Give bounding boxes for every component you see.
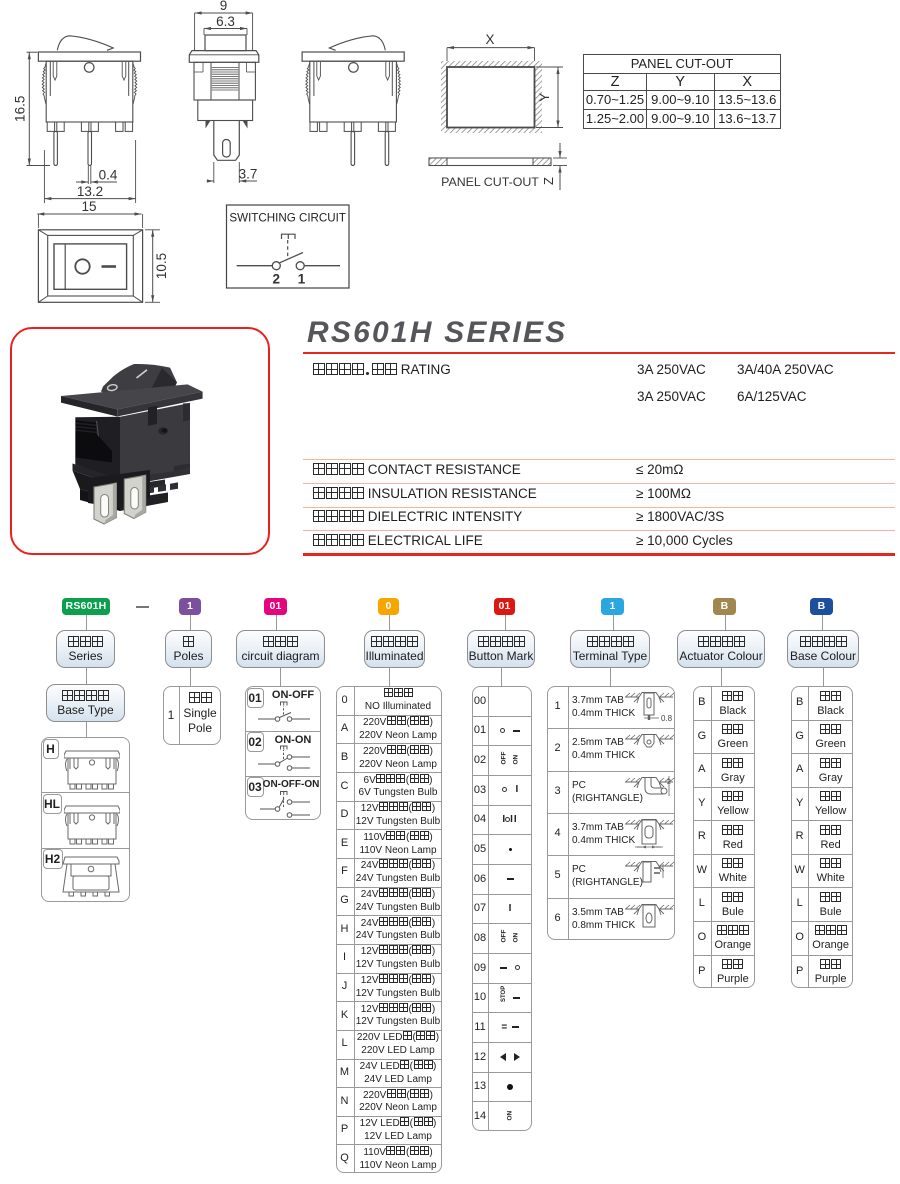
svg-text:SWITCHING CIRCUIT: SWITCHING CIRCUIT: [229, 212, 346, 225]
svg-text:15: 15: [81, 199, 96, 214]
svg-text:3.7: 3.7: [239, 166, 258, 181]
svg-text:X: X: [485, 32, 494, 47]
svg-text:Z: Z: [541, 177, 556, 185]
svg-text:2: 2: [667, 779, 671, 786]
svg-text:1: 1: [298, 272, 306, 287]
svg-text:9: 9: [220, 0, 228, 13]
svg-text:13.2: 13.2: [77, 184, 103, 199]
svg-text:2: 2: [273, 272, 281, 287]
svg-text:Y: Y: [537, 93, 552, 102]
svg-text:PANEL CUT-OUT: PANEL CUT-OUT: [441, 175, 539, 189]
svg-text:16.5: 16.5: [13, 96, 28, 122]
svg-text:10.5: 10.5: [154, 253, 169, 279]
svg-text:0.8: 0.8: [661, 714, 673, 723]
svg-text:0.4: 0.4: [99, 168, 118, 183]
svg-text:6.3: 6.3: [216, 14, 235, 29]
